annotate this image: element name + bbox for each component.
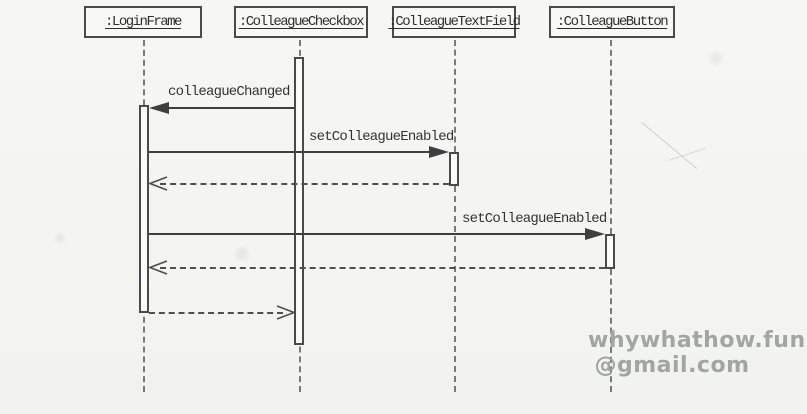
filled-arrowhead-icon xyxy=(429,146,449,158)
watermark-line2: @gmail.com xyxy=(594,353,750,378)
open-arrowhead-icon xyxy=(148,176,168,191)
lifeline-colleaguebutton-upper xyxy=(610,40,612,234)
message-line-setcolleagueenabled-2 xyxy=(149,233,587,235)
return-line-loginframe xyxy=(149,312,283,314)
activation-bar-colleaguecheckbox xyxy=(294,57,304,345)
activation-bar-colleaguetextfield xyxy=(449,152,459,186)
object-box-colleaguebutton: :ColleagueButton xyxy=(549,6,675,38)
filled-arrowhead-icon xyxy=(585,228,605,240)
activation-bar-colleaguebutton xyxy=(605,234,615,269)
return-line-textfield xyxy=(160,183,449,185)
message-label-setcolleagueenabled-1: setColleagueEnabled xyxy=(309,129,454,145)
lifeline-colleaguetextfield-lower xyxy=(454,186,456,392)
object-label-colleaguetextfield: :ColleagueTextField xyxy=(388,14,521,30)
scan-scratch xyxy=(641,122,698,170)
object-label-colleaguecheckbox: :ColleagueCheckbox xyxy=(238,14,365,30)
lifeline-colleaguebutton-lower xyxy=(610,269,612,392)
open-arrowhead-icon xyxy=(276,305,296,320)
lifeline-colleaguetextfield-upper xyxy=(454,40,456,152)
object-label-colleaguebutton: :ColleagueButton xyxy=(556,14,669,30)
open-arrowhead-icon xyxy=(148,260,168,275)
message-label-setcolleagueenabled-2: setColleagueEnabled xyxy=(462,211,607,227)
watermark-line1: whywhathow.fun xyxy=(588,328,806,353)
watermark: whywhathow.fun @gmail.com xyxy=(588,328,806,378)
message-label-colleaguechanged: colleagueChanged xyxy=(168,84,290,100)
return-line-button xyxy=(160,267,605,269)
object-box-loginframe: :LoginFrame xyxy=(84,6,202,38)
message-line-setcolleagueenabled-1 xyxy=(149,151,431,153)
object-box-colleaguecheckbox: :ColleagueCheckbox xyxy=(234,6,368,38)
activation-bar-loginframe xyxy=(139,105,149,313)
object-label-loginframe: :LoginFrame xyxy=(105,14,182,30)
filled-arrowhead-icon xyxy=(149,102,169,114)
message-line-colleaguechanged xyxy=(152,107,294,109)
object-box-colleaguetextfield: :ColleagueTextField xyxy=(388,6,521,38)
